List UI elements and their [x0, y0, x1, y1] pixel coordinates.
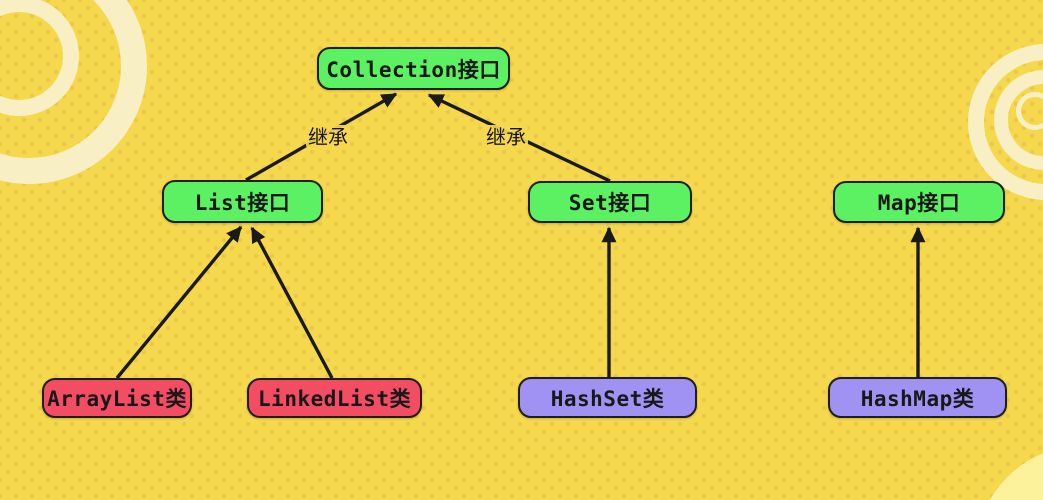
edge-label-inherit-right: 继承: [484, 125, 528, 149]
node-collection-interface: Collection接口: [317, 47, 510, 90]
node-list-interface: List接口: [162, 180, 323, 223]
arrow-arraylist-to-list: [115, 225, 243, 380]
node-hashmap-class: HashMap类: [828, 377, 1007, 418]
node-arraylist-class: ArrayList类: [42, 378, 192, 418]
arrow-linkedlist-to-list: [250, 226, 334, 379]
node-hashset-class: HashSet类: [518, 377, 697, 418]
node-map-interface: Map接口: [833, 181, 1005, 223]
node-linkedlist-class: LinkedList类: [247, 378, 422, 418]
edge-label-inherit-left: 继承: [306, 125, 350, 149]
decor-rings-top-right-inner: [1016, 92, 1043, 130]
decor-circle-bottom-right: [975, 445, 1043, 500]
node-set-interface: Set接口: [528, 181, 692, 223]
